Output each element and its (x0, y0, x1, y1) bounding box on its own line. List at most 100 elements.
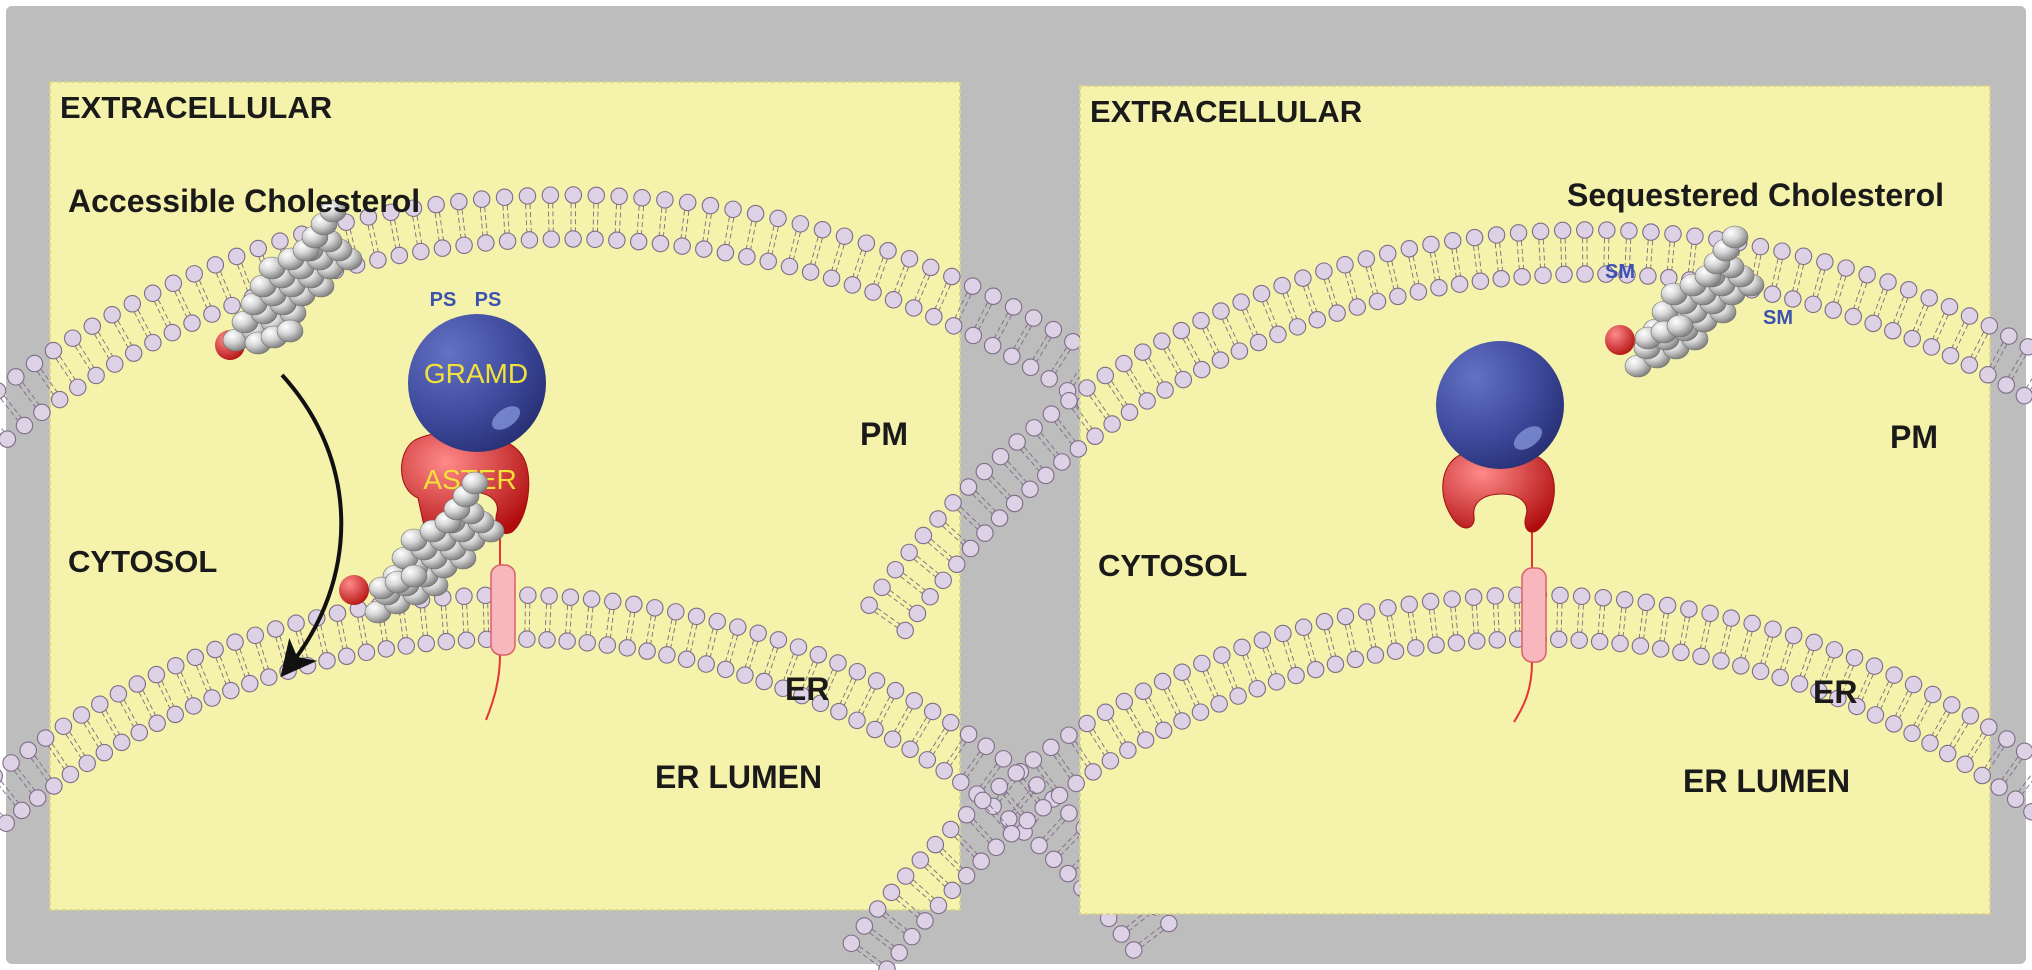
lipid-head (921, 587, 939, 606)
lipid-tail (650, 616, 657, 644)
lipid-head (1005, 494, 1024, 513)
lipid-tail (1125, 371, 1142, 396)
lipid-tail (2008, 352, 2023, 378)
lipid-head (112, 733, 131, 752)
lipid-tail (913, 558, 936, 578)
lipid-tail (357, 617, 364, 645)
lipid-tail (398, 610, 404, 639)
lipid-tail (1477, 245, 1482, 273)
lipid-head (1024, 309, 1043, 327)
lipid-tail (1051, 347, 1067, 371)
lipid-tail (1107, 720, 1123, 745)
lipid-tail (1984, 744, 2001, 768)
lipid-head (886, 560, 905, 579)
lipid-tail (1057, 831, 1078, 853)
lipid-head (1751, 237, 1770, 256)
lipid-tail (1692, 244, 1697, 273)
lipid-tail (856, 251, 867, 278)
lipid-head (1743, 614, 1761, 633)
lipid-head (629, 232, 648, 251)
pm-label: PM (860, 416, 908, 452)
lipid-head (582, 590, 601, 608)
lipid-tail (728, 217, 735, 246)
lipid-head (651, 234, 670, 253)
transmembrane-helix (490, 564, 516, 656)
lipid-tail (972, 494, 993, 515)
er-membrane (0, 586, 1178, 959)
tm-tail (485, 654, 501, 721)
lipid-head (1210, 695, 1228, 713)
lipid-head (586, 230, 604, 249)
lipid-tail (1679, 616, 1686, 645)
lipid-head (266, 620, 285, 638)
lipid-head (25, 354, 44, 373)
lipid-tail (1022, 777, 1041, 801)
lipid-head (287, 614, 305, 632)
lipid-head (1308, 310, 1327, 329)
lipid-tail (670, 620, 677, 648)
lipid-head (1348, 298, 1367, 316)
cytosol-label: CYTOSOL (1098, 548, 1247, 583)
lipid-tail (113, 322, 129, 348)
lipid-tail (1974, 333, 1988, 359)
lipid-tail (1618, 607, 1623, 636)
lipid-tail (983, 766, 1001, 790)
lipid-tail (1993, 344, 2008, 369)
er-lumen-label: ER LUMEN (1683, 763, 1850, 799)
lipid-tail (918, 275, 931, 302)
lipid-head (1620, 222, 1638, 240)
carbon-atom (276, 319, 304, 343)
lipid-tail (989, 804, 1009, 827)
lipid-tail (900, 576, 923, 594)
lipid-head (1400, 240, 1419, 258)
lipid-head (1008, 433, 1026, 451)
lipid-head (1133, 343, 1152, 361)
lipid-head (587, 186, 605, 205)
lipid-head (95, 743, 114, 762)
lipid-head (911, 851, 930, 869)
lipid-tail (1744, 631, 1753, 659)
lipid-tail (806, 663, 818, 689)
lipid-head (1040, 370, 1058, 388)
lipid-head (359, 208, 378, 226)
lipid-tail (1603, 238, 1605, 266)
lipid-head (1003, 347, 1021, 365)
lipid-tail (1036, 767, 1054, 791)
lipid-head (1980, 718, 1998, 736)
lipid-head (755, 672, 773, 691)
er-lumen-label: ER LUMEN (655, 759, 822, 795)
lipid-tail (1370, 266, 1378, 294)
lipid-tail (724, 216, 730, 245)
lipid-tail (663, 208, 667, 236)
lipid-head (106, 355, 124, 373)
lipid-tail (569, 605, 573, 634)
lipid-tail (320, 625, 328, 653)
lipid-tail (1935, 712, 1950, 738)
lipid-tail (1129, 707, 1144, 732)
lipid-tail (843, 679, 857, 706)
lipid-tail (1955, 324, 1969, 350)
lipid-tail (938, 284, 951, 311)
lipid-head (922, 258, 940, 277)
lipid-head (1712, 652, 1730, 670)
lipid-head (1232, 293, 1250, 311)
lipid-tail (55, 358, 72, 382)
lipid-head (1101, 752, 1120, 770)
lipid-head (769, 631, 788, 649)
lipid-tail (1429, 252, 1436, 281)
lipid-tail (1002, 793, 1021, 816)
lipid-head (1701, 604, 1719, 623)
lipid-head (1590, 632, 1609, 651)
lipid-tail (105, 710, 120, 735)
lipid-head (811, 694, 830, 713)
lipid-tail (361, 616, 368, 644)
lipid-head (1572, 587, 1591, 606)
lipid-tail (299, 630, 308, 658)
lipid-head (1920, 289, 1938, 307)
lipid-head (1103, 415, 1121, 433)
lipid-head (166, 705, 184, 724)
lipid-head (206, 640, 224, 659)
lipid-head (1973, 766, 1992, 785)
lipid-tail (484, 207, 488, 235)
lipid-tail (1494, 243, 1499, 271)
